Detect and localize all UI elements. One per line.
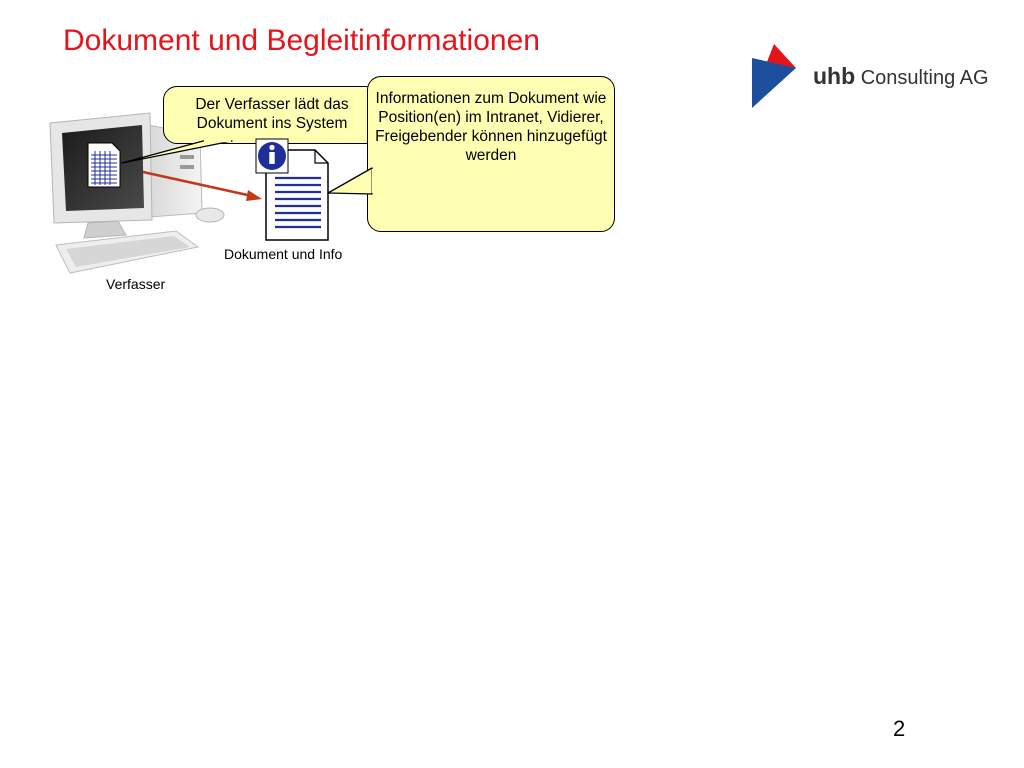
slide-title: Dokument und Begleitinformationen (63, 24, 540, 57)
info-icon (255, 138, 289, 174)
logo-company: Consulting AG (860, 67, 989, 89)
page-number: 2 (893, 716, 906, 741)
computer-icon (49, 112, 225, 274)
logo-brand: uhb (813, 63, 856, 89)
uhb-logo-icon (752, 44, 796, 108)
callout-upload: Der Verfasser lädt das Dokument ins Syst… (163, 86, 381, 144)
document-label: Dokument und Info (224, 246, 343, 262)
callout-info-pointer (327, 167, 373, 195)
screen-document-icon (87, 142, 121, 188)
logo-blue-shape (752, 58, 796, 108)
author-label: Verfasser (106, 276, 166, 292)
callout-info: Informationen zum Dokument wie Position(… (367, 76, 615, 232)
document-icon (265, 149, 329, 241)
logo-text: uhb Consulting AG (813, 63, 989, 90)
